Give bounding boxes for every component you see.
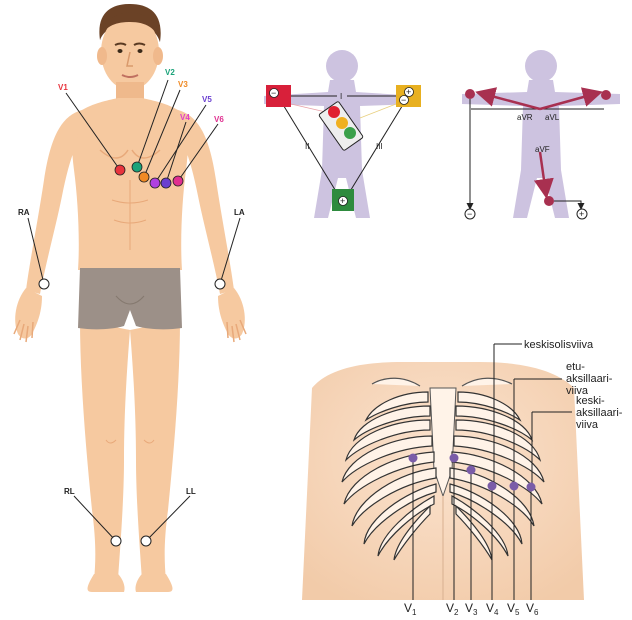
ll-plus: + xyxy=(340,196,345,206)
human-body xyxy=(14,4,246,592)
underwear xyxy=(78,268,182,329)
electrode-v3 xyxy=(139,172,149,182)
electrode-la xyxy=(215,279,225,289)
la-minus: − xyxy=(401,95,406,105)
chest-label-v6: V6 xyxy=(526,601,539,617)
left-hand xyxy=(218,288,245,339)
label-mid-axillary-2: aksillaari- xyxy=(576,407,623,419)
la-plus: + xyxy=(406,87,411,97)
label-v2: V2 xyxy=(165,68,175,77)
right-leg xyxy=(80,320,130,580)
avr-label: aVR xyxy=(517,113,533,122)
label-anterior-axillary-2: aksillaari- xyxy=(566,373,613,385)
ra-box xyxy=(266,85,291,107)
label-ll: LL xyxy=(186,487,196,496)
electrode-v1 xyxy=(115,165,125,175)
left-foot xyxy=(135,574,172,592)
chest-diagram: keskisolisviiva etu- aksillaari- viiva k… xyxy=(302,339,623,617)
electrode-v4 xyxy=(150,178,160,188)
electrode-avf-site xyxy=(544,196,554,206)
chest-label-v4: V4 xyxy=(486,601,499,617)
chest-label-v2: V2 xyxy=(446,601,459,617)
chest-electrode-v6 xyxy=(527,483,536,492)
avr-minus: − xyxy=(467,209,472,219)
chest-label-v5: V5 xyxy=(507,601,520,617)
label-mid-axillary-1: keski- xyxy=(576,395,605,407)
label-mid-axillary-3: viiva xyxy=(576,419,599,431)
right-hand xyxy=(15,288,42,339)
electrode-v5 xyxy=(161,178,171,188)
label-v5: V5 xyxy=(202,95,212,104)
electrode-rl xyxy=(111,536,121,546)
electrode-avr-site xyxy=(465,89,475,99)
label-ra: RA xyxy=(18,208,30,217)
chest-electrode-v5 xyxy=(510,482,519,491)
augmented-leads: − + aVR aVL aVF xyxy=(462,50,620,219)
lead-i-label: I xyxy=(340,92,342,101)
label-la: LA xyxy=(234,208,245,217)
lead-iii-label: III xyxy=(376,142,383,151)
label-mid-clavicular: keskisolisviiva xyxy=(524,339,594,351)
label-anterior-axillary-1: etu- xyxy=(566,361,585,373)
chest-electrode-v4 xyxy=(488,482,497,491)
chest-electrode-v1 xyxy=(409,454,418,463)
ra-minus: − xyxy=(271,88,276,98)
electrode-v2 xyxy=(132,162,142,172)
electrode-ra xyxy=(39,279,49,289)
chest-label-v3: V3 xyxy=(465,601,478,617)
chest-electrode-v3 xyxy=(467,466,476,475)
chest-label-v1: V1 xyxy=(404,601,417,617)
right-arm xyxy=(26,110,82,294)
electrode-avl-site xyxy=(601,90,611,100)
right-foot xyxy=(88,574,125,592)
lead-ii-label: II xyxy=(305,142,309,151)
label-v3: V3 xyxy=(178,80,188,89)
chest-electrode-v2 xyxy=(450,454,459,463)
label-v4: V4 xyxy=(180,113,190,122)
electrode-ll xyxy=(141,536,151,546)
avf-label: aVF xyxy=(535,145,550,154)
left-leg xyxy=(130,320,180,580)
electrode-v6 xyxy=(173,176,183,186)
label-v6: V6 xyxy=(214,115,224,124)
label-rl: RL xyxy=(64,487,75,496)
avl-label: aVL xyxy=(545,113,560,122)
label-v1: V1 xyxy=(58,83,68,92)
avf-plus: + xyxy=(579,209,584,219)
einthoven-triangle: I II III − + − + xyxy=(264,50,421,218)
